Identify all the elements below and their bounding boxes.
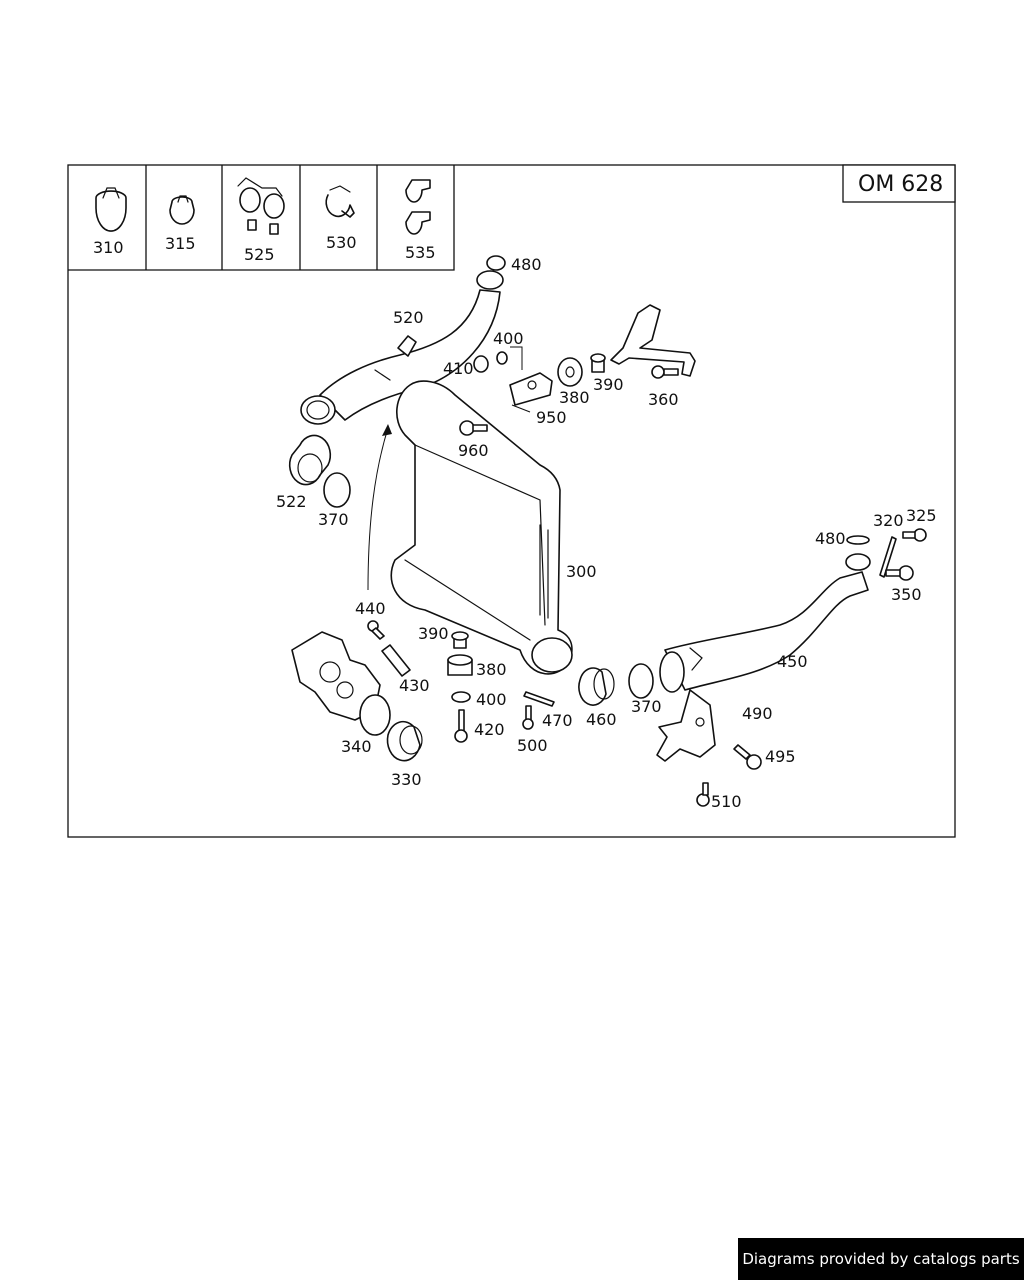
sleeve-390-lower [451,631,469,649]
label-510: 510 [711,792,742,811]
charge-air-pipe-450 [659,553,871,693]
label-370-left: 370 [318,510,349,529]
label-460: 460 [586,710,617,729]
label-500: 500 [517,736,548,755]
model-badge: OM 628 [842,164,956,203]
bolt-500 [522,705,534,730]
bolt-510 [696,782,710,807]
label-370-right: 370 [631,697,662,716]
clip-470 [523,691,555,707]
clamp-label-315: 315 [165,234,196,253]
o-ring-340 [359,694,391,736]
label-380-upper: 380 [559,388,590,407]
bolt-440 [367,620,385,640]
hose-460 [578,667,615,706]
clamp-label-535: 535 [405,243,436,262]
label-440: 440 [355,599,386,618]
watermark-banner: Diagrams provided by catalogs parts [738,1238,1024,1280]
label-490: 490 [742,704,773,723]
o-ring-480-upper [486,255,506,271]
label-330: 330 [391,770,422,789]
label-390-lower: 390 [418,624,449,643]
label-390-upper: 390 [593,375,624,394]
bolt-495 [733,744,762,770]
clamp-315-icon [169,195,195,225]
mount-380-lower [447,654,473,676]
o-ring-370-right [628,663,654,699]
label-430: 430 [399,676,430,695]
label-520: 520 [393,308,424,327]
bolt-325 [902,528,927,542]
label-325: 325 [906,506,937,525]
label-380-lower: 380 [476,660,507,679]
bracket-490 [656,689,716,762]
bracket-950 [509,372,553,406]
o-ring-370-left [323,472,351,508]
label-410: 410 [443,359,474,378]
arrow-head [382,424,392,436]
clamp-525-icon [237,177,285,235]
bellows-330 [386,720,423,762]
label-950: 950 [536,408,567,427]
label-470: 470 [542,711,573,730]
label-420: 420 [474,720,505,739]
o-ring-480-right [846,535,870,545]
mount-380-upper [557,357,583,387]
bracket-360 [610,304,696,379]
clamp-label-310: 310 [93,238,124,257]
bolt-960 [459,420,488,436]
label-480-right: 480 [815,529,846,548]
label-400-upper: 400 [493,329,524,348]
spacer-430 [381,644,411,677]
clamp-label-530: 530 [326,233,357,252]
washer-400-upper [496,351,508,365]
sleeve-390-upper [590,353,606,373]
bolt-420 [454,709,468,743]
hose-522 [288,434,332,486]
intercooler-300 [374,369,573,675]
charge-air-pipe-520 [300,270,504,425]
label-340: 340 [341,737,372,756]
clamp-530-icon [325,185,355,218]
label-480-upper: 480 [511,255,542,274]
label-960: 960 [458,441,489,460]
label-400-lower: 400 [476,690,507,709]
leader-950 [511,404,531,413]
label-350: 350 [891,585,922,604]
clamp-310-icon [95,187,127,232]
arrow-indicator [367,427,389,591]
label-495: 495 [765,747,796,766]
washer-400-lower [451,691,471,703]
leader-400-upper [510,346,523,370]
diagram-frame [67,164,956,838]
label-522: 522 [276,492,307,511]
nut-410 [473,355,489,373]
clamp-legend: 310 315 525 530 535 [68,165,455,271]
label-360: 360 [648,390,679,409]
label-320: 320 [873,511,904,530]
label-300: 300 [566,562,597,581]
clamp-535-icon [405,179,431,235]
model-badge-text: OM 628 [858,172,943,197]
bolt-350 [885,565,914,581]
clamp-label-525: 525 [244,245,275,264]
clip-320 [879,536,897,578]
label-450: 450 [777,652,808,671]
